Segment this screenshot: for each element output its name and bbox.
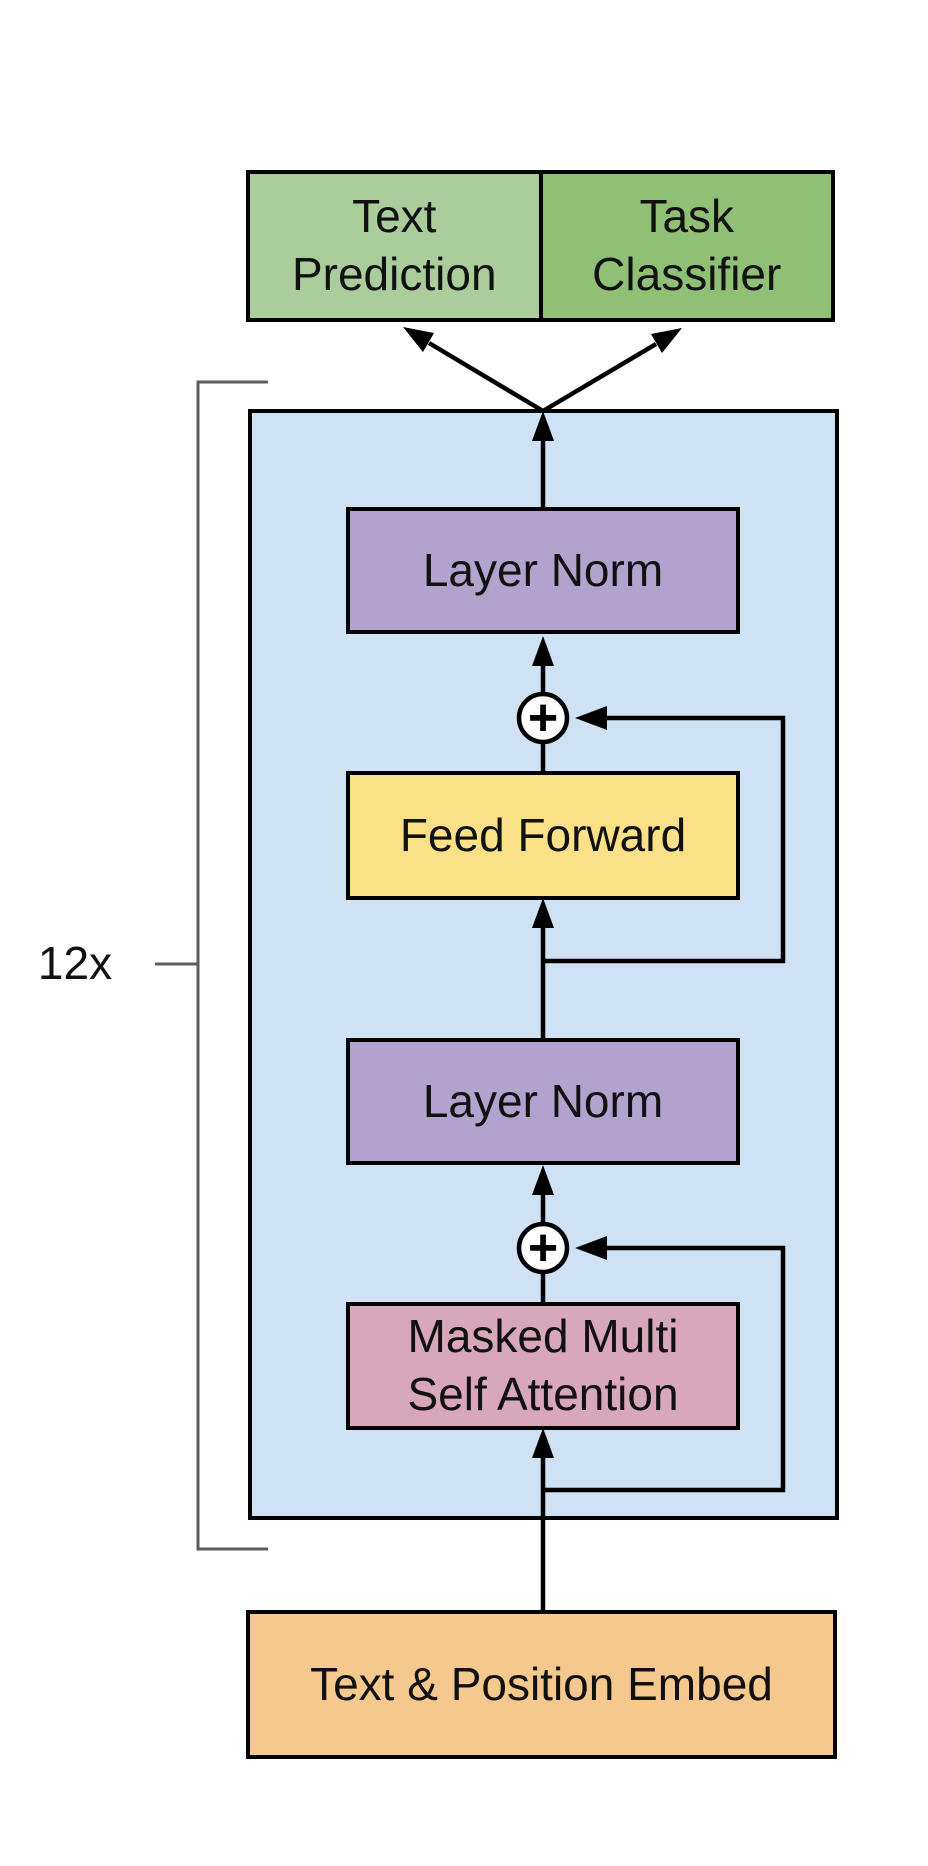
masked-multi-self-attention-box: Masked Multi Self Attention	[346, 1302, 740, 1430]
arrow-to-text-prediction	[403, 327, 545, 413]
layer-norm-top-box: Layer Norm	[346, 507, 740, 634]
masked-attention-label-line2: Self Attention	[407, 1368, 679, 1420]
repeat-count-label: 12x	[37, 937, 113, 989]
task-classifier-label-line1: Task	[639, 190, 735, 243]
text-position-embed-box: Text & Position Embed	[246, 1610, 837, 1759]
text-prediction-box: Text Prediction	[250, 174, 543, 318]
task-classifier-label-line2: Classifier	[592, 248, 782, 300]
feed-forward-label: Feed Forward	[399, 808, 687, 861]
text-position-embed-label: Text & Position Embed	[310, 1657, 773, 1710]
output-heads-row: Text Prediction Task Classifier	[246, 170, 835, 322]
layer-norm-top-label: Layer Norm	[422, 543, 664, 596]
masked-attention-label-line1: Masked Multi	[407, 1310, 679, 1363]
feed-forward-box: Feed Forward	[346, 771, 740, 900]
text-prediction-label-line2: Prediction	[291, 248, 497, 300]
task-classifier-box: Task Classifier	[542, 174, 831, 318]
text-prediction-label-line1: Text	[352, 190, 437, 243]
layer-norm-bottom-label: Layer Norm	[422, 1074, 664, 1127]
layer-norm-bottom-box: Layer Norm	[346, 1038, 740, 1165]
arrow-to-task-classifier	[541, 328, 682, 413]
